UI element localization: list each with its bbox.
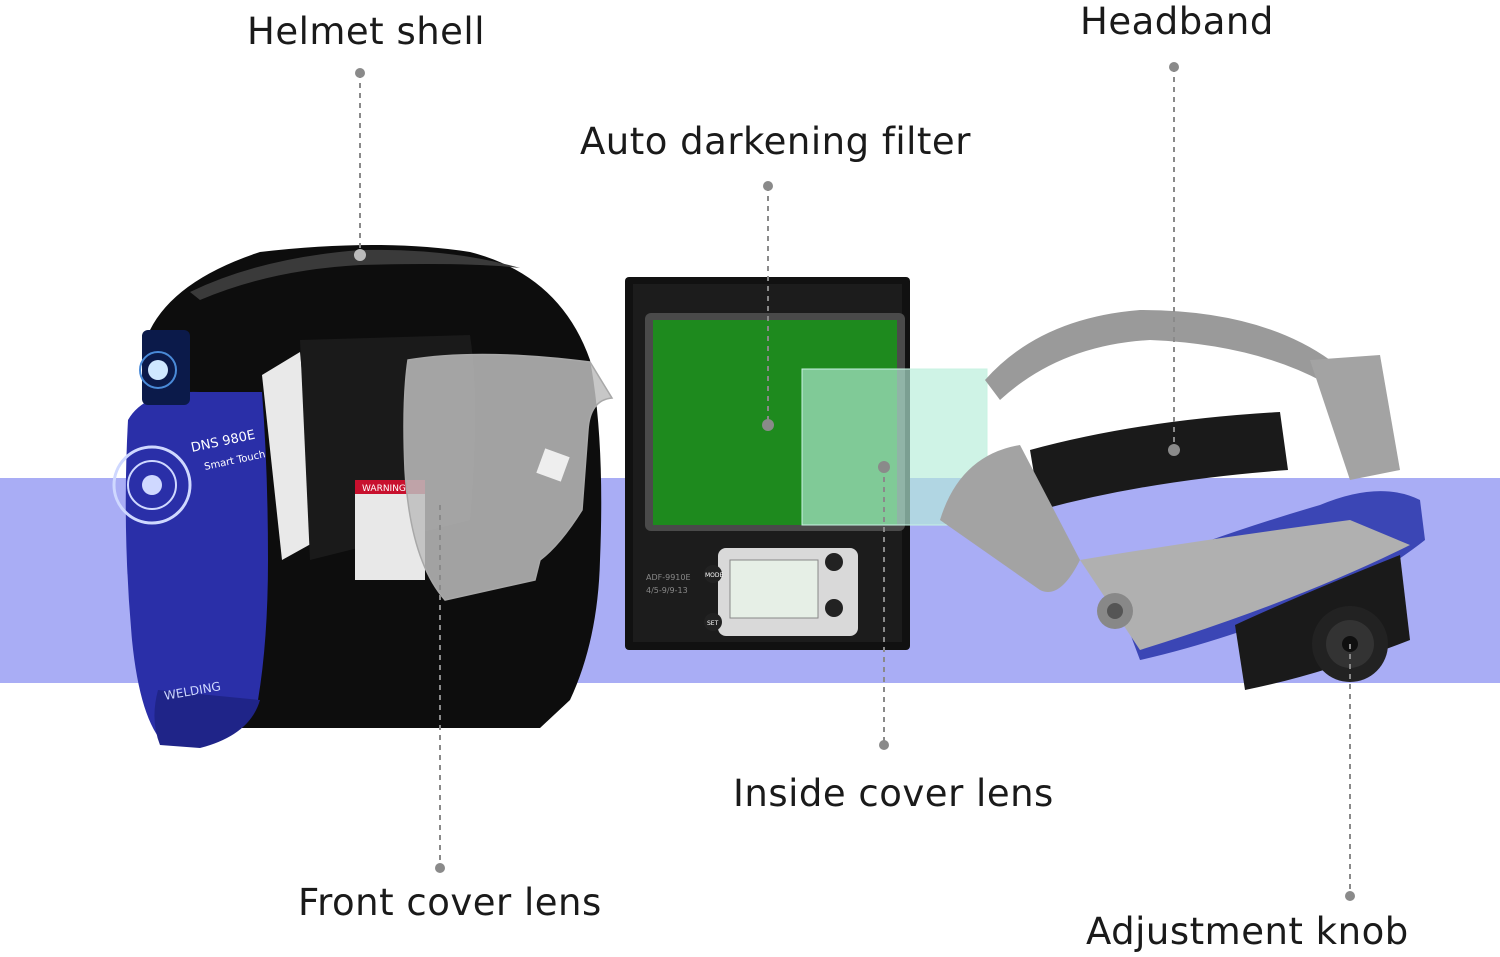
headband-dot-target bbox=[1168, 444, 1180, 456]
adf-dot-top bbox=[763, 181, 773, 191]
front-cover-lens bbox=[403, 353, 614, 601]
front-lens-tab bbox=[536, 448, 570, 482]
filter-mode-button-text: MODE bbox=[705, 572, 724, 579]
inside-lens-dot-bottom bbox=[879, 740, 889, 750]
helmet-shell-dot-target bbox=[354, 249, 366, 261]
callout-lines bbox=[359, 67, 1351, 896]
label-auto-darkening-filter: Auto darkening filter bbox=[580, 120, 971, 163]
label-inside-cover-lens: Inside cover lens bbox=[733, 772, 1054, 815]
callout-dots bbox=[354, 62, 1355, 901]
inside-lens-dot-target bbox=[878, 461, 890, 473]
front-lens-dot-bottom bbox=[435, 863, 445, 873]
filter-model-text: ADF-9910E bbox=[646, 573, 691, 582]
knob-dot-bottom bbox=[1345, 891, 1355, 901]
label-headband: Headband bbox=[1080, 0, 1274, 43]
filter-set-button-text: SET bbox=[707, 620, 719, 627]
filter-shades-text: 4/5-9/9-13 bbox=[646, 586, 688, 595]
label-front-cover-lens: Front cover lens bbox=[298, 881, 602, 924]
headband-dot-top bbox=[1169, 62, 1179, 72]
label-adjustment-knob: Adjustment knob bbox=[1086, 910, 1409, 953]
label-helmet-shell: Helmet shell bbox=[247, 10, 485, 53]
helmet-shell-dot-top bbox=[355, 68, 365, 78]
adf-dot-target bbox=[762, 419, 774, 431]
helmet-warning-text: WARNING bbox=[362, 484, 406, 494]
